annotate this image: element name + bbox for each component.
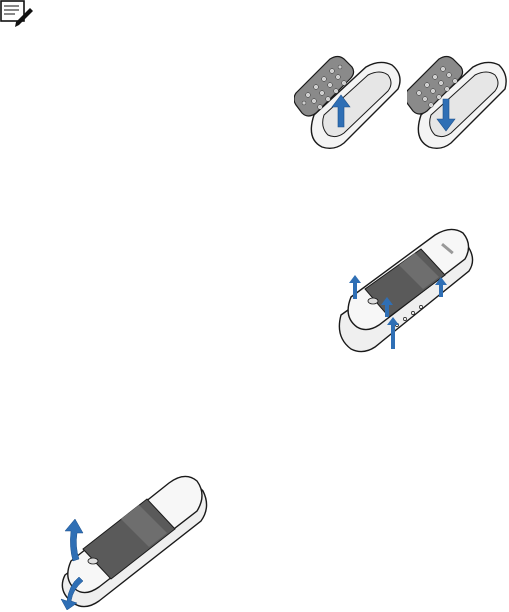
front-cover-snap-illustration [335, 225, 477, 355]
note-icon [0, 0, 34, 30]
keymat-remove-illustration [294, 55, 407, 152]
keymat-insert-illustration [407, 55, 509, 152]
back-cover-release-illustration [55, 465, 210, 610]
